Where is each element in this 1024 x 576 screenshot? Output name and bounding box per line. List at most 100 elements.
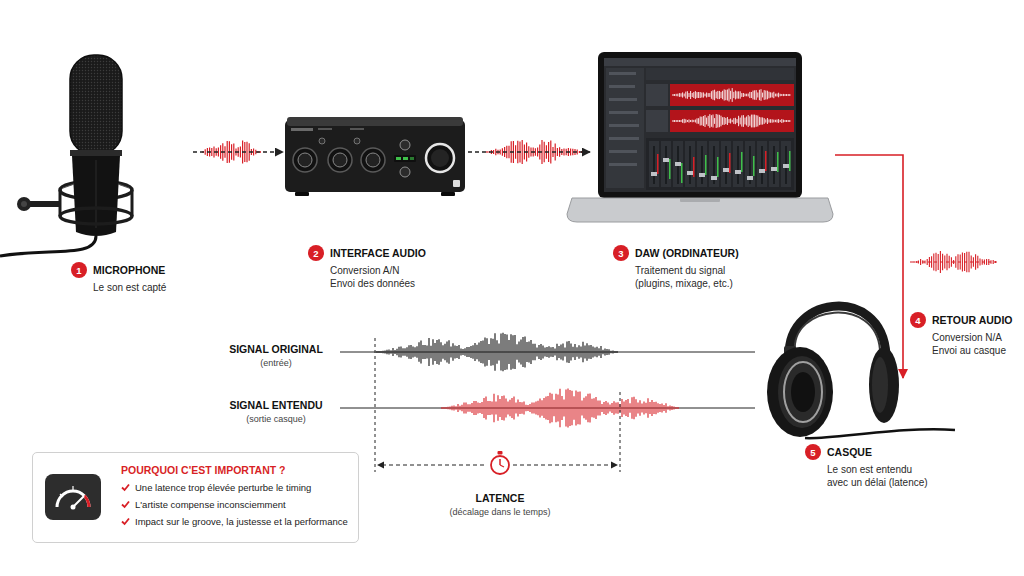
step-description: Conversion N/A Envoi au casque	[932, 331, 1017, 357]
callout-number: 5	[805, 444, 821, 460]
audio-interface-drawing	[431, 149, 449, 167]
headphones-drawing	[805, 429, 955, 438]
step-header: 5 CASQUE	[805, 444, 945, 460]
fader-cap	[687, 171, 693, 175]
stopwatch-icon	[498, 451, 503, 455]
audio-interface-drawing	[328, 148, 352, 172]
audio-interface-drawing	[400, 167, 410, 177]
callout-number: 3	[613, 245, 629, 261]
signal-label: SIGNAL ORIGINAL	[229, 343, 323, 355]
laptop-drawing	[604, 58, 796, 66]
step-description: Le son est capté	[93, 281, 193, 294]
gauge-icon	[71, 505, 76, 510]
headphones-drawing	[869, 347, 899, 423]
fader-cap	[711, 176, 717, 180]
audio-interface-drawing	[396, 157, 401, 160]
check-mark	[121, 517, 130, 526]
headphones-drawing	[778, 356, 826, 428]
microphone-drawing	[17, 197, 31, 211]
laptop-drawing	[567, 198, 833, 222]
fader-track	[725, 146, 727, 184]
gauge-icon	[60, 494, 63, 497]
browser-line	[609, 163, 637, 166]
gauge-icon	[45, 474, 101, 520]
step-node: 2INTERFACE AUDIO Conversion A/N Envoi des…	[283, 110, 468, 290]
fader-cap	[699, 173, 705, 177]
daw-screen-detail	[609, 72, 791, 187]
signal-waves	[377, 333, 678, 428]
audio-interface-drawing	[441, 192, 455, 196]
step-header: 1 MICROPHONE	[71, 262, 193, 278]
audio-interface-drawing	[287, 117, 463, 126]
audio-interface-drawing	[285, 120, 465, 192]
microphone-drawing	[96, 160, 97, 228]
fader-cap	[771, 167, 777, 171]
browser-line	[609, 72, 636, 75]
step-header: 4RETOUR AUDIO	[910, 312, 1017, 328]
gauge-icon	[72, 486, 73, 490]
laptop-drawing	[567, 52, 833, 222]
laptop-drawing	[598, 52, 802, 198]
waveform	[914, 251, 995, 273]
gauge-icon	[45, 474, 101, 520]
step-description: Traitement du signal (plugins, mixage, e…	[635, 264, 740, 290]
step-title: CASQUE	[827, 446, 872, 458]
signal-comparison	[382, 465, 487, 466]
level-meter	[753, 156, 755, 176]
check-mark	[121, 483, 130, 492]
waveform	[442, 389, 678, 428]
fader-cap	[783, 164, 789, 168]
callout-number: 1	[71, 262, 87, 278]
headphones-drawing	[872, 357, 888, 413]
fader-cap	[675, 162, 681, 166]
step-node: 4RETOUR AUDIO Conversion N/A Envoi au cas…	[910, 312, 1017, 357]
audio-interface-drawing	[426, 144, 454, 172]
laptop-drawing	[670, 84, 794, 106]
step-header: 2INTERFACE AUDIO	[308, 245, 468, 261]
fader-cap	[759, 169, 765, 173]
waveform	[377, 333, 617, 372]
mixer-strip	[721, 141, 731, 187]
laptop-drawing	[646, 138, 794, 190]
signal-comparison	[377, 462, 384, 469]
fader-track	[701, 146, 703, 184]
browser-line	[609, 111, 638, 114]
audio-interface-drawing	[293, 148, 317, 172]
step-title: MICROPHONE	[93, 264, 165, 276]
level-meter	[669, 159, 671, 179]
mixer-strip	[709, 141, 719, 187]
audio-interface-drawing	[318, 128, 332, 130]
note-box: POURQUOI C'EST IMPORTANT ? Une latence tr…	[32, 452, 359, 543]
fader-track	[689, 146, 691, 184]
signal-comparison	[611, 462, 618, 469]
return-waveform	[910, 251, 1000, 273]
audio-interface-drawing	[361, 148, 385, 172]
laptop-drawing	[670, 110, 794, 132]
note-heading: POURQUOI C'EST IMPORTANT ?	[121, 464, 348, 476]
audio-interface-drawing	[291, 128, 313, 131]
mixer-strip	[673, 141, 683, 187]
stopwatch-icon	[491, 451, 509, 474]
level-meter	[693, 157, 695, 177]
browser-line	[609, 150, 637, 153]
stopwatch-icon	[491, 456, 509, 474]
fader-cap	[651, 172, 657, 176]
microphone-drawing	[70, 55, 122, 155]
headphones-drawing	[767, 347, 833, 437]
microphone-drawing	[70, 150, 122, 156]
callout-number: 2	[308, 245, 324, 261]
callout-number: 4	[910, 312, 926, 328]
note-row: Une latence trop élevée perturbe le timi…	[121, 479, 348, 496]
note-row: L'artiste compense inconsciemment	[121, 496, 348, 513]
level-meter	[741, 152, 743, 172]
latency-label: LATENCE	[476, 492, 525, 504]
signal-sublabel: (entrée)	[260, 358, 292, 368]
step-description: Conversion A/N Envoi des données	[330, 264, 420, 290]
laptop-drawing	[680, 198, 720, 202]
mixer-strip	[661, 141, 671, 187]
level-meter	[729, 153, 731, 173]
fader-track	[773, 146, 775, 184]
audio-interface-drawing	[295, 192, 309, 196]
level-meter	[705, 155, 707, 175]
